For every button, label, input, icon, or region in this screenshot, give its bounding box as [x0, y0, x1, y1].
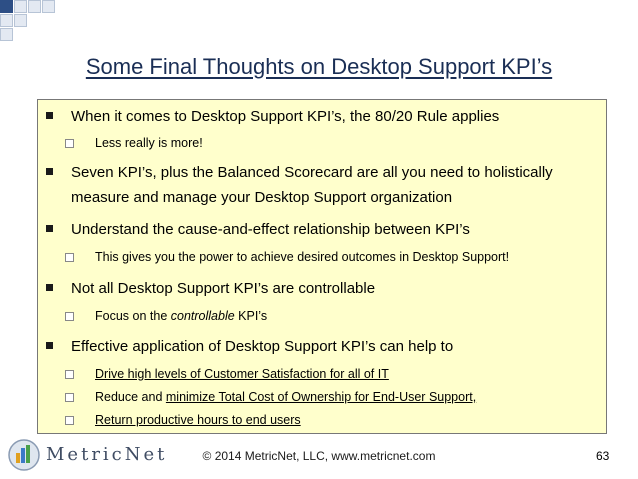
deco-square [0, 0, 13, 13]
bullet-text: Seven KPI’s, plus the Balanced Scorecard… [71, 164, 553, 181]
hollow-square-bullet-icon [65, 370, 74, 379]
sub-bullet-link[interactable]: minimize Total Cost of Ownership for End… [165, 390, 477, 404]
footer-copyright: © 2014 MetricNet, LLC, www.metricnet.com [202, 449, 436, 463]
deco-square [0, 14, 13, 27]
sub-bullet-text: Reduce and minimize Total Cost of Owners… [95, 390, 477, 404]
bullet-item: When it comes to Desktop Support KPI’s, … [38, 104, 606, 129]
hollow-square-bullet-icon [65, 393, 74, 402]
bullet-text: Not all Desktop Support KPI’s are contro… [71, 280, 376, 297]
bullet-item: Understand the cause-and-effect relation… [38, 217, 606, 242]
sub-bullet-text: Focus on the controllable KPI’s [95, 309, 268, 323]
sub-bullet-text: This gives you the power to achieve desi… [95, 250, 510, 264]
deco-square [28, 0, 41, 13]
content-box: When it comes to Desktop Support KPI’s, … [37, 99, 607, 434]
hollow-square-bullet-icon [65, 416, 74, 425]
square-bullet-icon [46, 168, 53, 175]
sub-bullet-text: Less really is more! [95, 136, 203, 150]
sub-bullet-item: Reduce and minimize Total Cost of Owners… [38, 386, 606, 408]
sub-bullet-item: This gives you the power to achieve desi… [38, 246, 606, 268]
hollow-square-bullet-icon [65, 139, 74, 148]
hollow-square-bullet-icon [65, 253, 74, 262]
bullet-item: Effective application of Desktop Support… [38, 334, 606, 359]
slide-title: Some Final Thoughts on Desktop Support K… [85, 54, 553, 79]
sub-bullet-item: Drive high levels of Customer Satisfacti… [38, 363, 606, 385]
hollow-square-bullet-icon [65, 312, 74, 321]
square-bullet-icon [46, 284, 53, 291]
square-bullet-icon [46, 112, 53, 119]
bullet-text: When it comes to Desktop Support KPI’s, … [71, 108, 500, 125]
square-bullet-icon [46, 342, 53, 349]
bullet-text: Effective application of Desktop Support… [71, 338, 454, 355]
deco-square [0, 28, 13, 41]
deco-square [14, 0, 27, 13]
sub-bullet-item: Focus on the controllable KPI’s [38, 305, 606, 327]
bullet-item: Seven KPI’s, plus the Balanced Scorecard… [38, 160, 606, 210]
deco-square [42, 0, 55, 13]
square-bullet-icon [46, 225, 53, 232]
page-number: 63 [596, 449, 610, 463]
bullet-text: measure and manage your Desktop Support … [71, 189, 453, 206]
sub-bullet-item: Return productive hours to end users [38, 409, 606, 431]
bullet-text: Understand the cause-and-effect relation… [71, 221, 470, 238]
sub-bullet-link[interactable]: Return productive hours to end users [95, 413, 301, 427]
deco-square [14, 14, 27, 27]
bullet-item: Not all Desktop Support KPI’s are contro… [38, 276, 606, 301]
emphasis-text: controllable [170, 309, 235, 323]
sub-bullet-link[interactable]: Drive high levels of Customer Satisfacti… [95, 367, 389, 381]
sub-bullet-item: Less really is more! [38, 132, 606, 154]
metricnet-logo-icon [8, 439, 40, 471]
logo-text: MetricNet [46, 444, 168, 465]
